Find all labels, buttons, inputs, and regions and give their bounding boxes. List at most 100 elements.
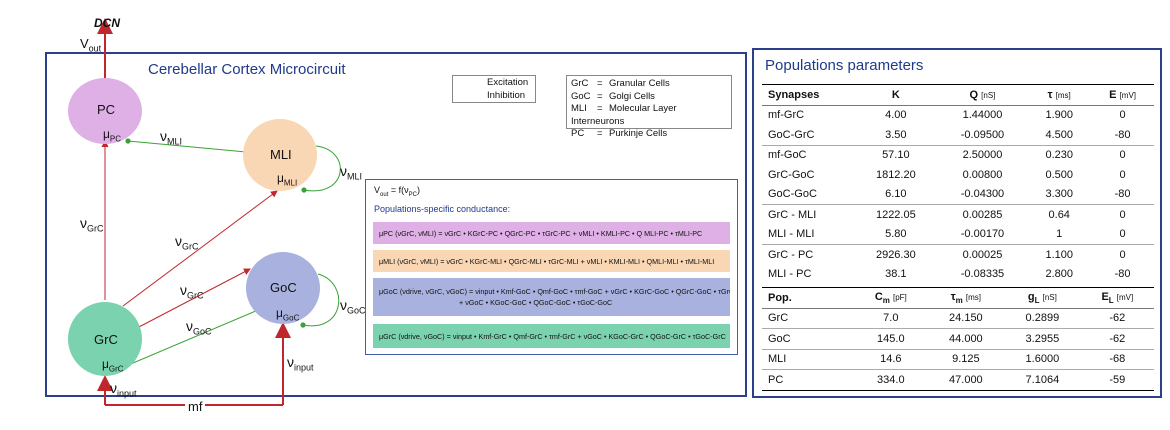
mu-mli-equation: μMLI (νGrC, νMLI) = νGrC • KGrC-MLI • QG… (373, 250, 730, 272)
abbrev-key: PC (571, 128, 585, 139)
nu-sub: GrC (187, 290, 204, 301)
header-unit: [mV] (1119, 90, 1137, 100)
synapse-cell: -0.08335 (960, 268, 1005, 281)
synapse-cell: GrC - MLI (768, 208, 817, 221)
populations-header-row: Pop. Cm [pF] τm [ms] gL [nS] EL [mV] (762, 287, 1154, 309)
nu-sub: GrC (87, 223, 104, 234)
population-cell: 7.0 (883, 312, 899, 325)
abbrev-key: GoC (571, 90, 591, 102)
header-unit: [ms] (965, 292, 981, 302)
synapse-cell: 1812.20 (875, 168, 916, 181)
population-cell: -62 (1109, 332, 1126, 345)
populations-table: Pop. Cm [pF] τm [ms] gL [nS] EL [mV] GrC… (762, 287, 1154, 390)
synapse-cell: 6.10 (885, 188, 907, 201)
nu-grc-pc-label: νGrC (80, 215, 104, 233)
grc-node[interactable] (68, 302, 142, 376)
population-cell: GrC (768, 312, 789, 325)
grc-node-label: GrC (94, 332, 118, 347)
equations-subtitle: Populations-specific conductance: (374, 204, 511, 214)
header-tau: τ [ms] (1027, 85, 1091, 106)
goc-mu-label: μGoC (276, 306, 299, 322)
population-cell: 47.000 (949, 373, 983, 386)
nu-mli-pc-label: νMLI (160, 128, 182, 146)
population-cell: 1.6000 (1025, 353, 1060, 366)
header-sub: m (955, 295, 963, 305)
header-text: Pop. (768, 291, 792, 304)
nu-sub: GrC (182, 241, 199, 252)
abbrev-row: PC=Purkinje Cells (571, 128, 727, 141)
header-text: K (891, 88, 900, 101)
goc-node[interactable] (246, 252, 320, 324)
abbrev-key: MLI (571, 103, 587, 114)
population-cell: 145.0 (877, 332, 905, 345)
synapse-cell: 0.64 (1048, 208, 1070, 221)
microcircuit-title: Cerebellar Cortex Microcircuit (148, 61, 346, 78)
nu-symbol: ν (80, 215, 87, 231)
abbreviation-legend: GrC=Granular Cells GoC=Golgi Cells MLI=M… (566, 75, 732, 139)
header-unit: [ms] (1055, 90, 1071, 100)
mli-to-pc-inhibition (125, 138, 247, 153)
goc-mu-sub: GoC (282, 313, 300, 323)
goc-self-inhibition (300, 273, 340, 328)
synapse-cell: -80 (1114, 128, 1131, 141)
nu-symbol: ν (110, 380, 117, 396)
abbrev-value: Granular Cells (609, 78, 670, 89)
eq-vout-symbol: V (374, 185, 381, 195)
header-text: g (1027, 290, 1035, 303)
synapse-cell: 38.1 (885, 268, 907, 281)
abbrev-eq: = (597, 78, 603, 89)
abbrev-value: Golgi Cells (609, 90, 655, 102)
header-k: K (854, 85, 938, 106)
header-unit: [nS] (981, 90, 996, 100)
synapse-cell: 0 (1119, 208, 1126, 221)
synapse-cell: 3.50 (885, 128, 907, 141)
abbrev-row: GrC=Granular Cells (571, 78, 727, 91)
abbrev-eq: = (597, 128, 603, 139)
synapse-cell: 1.44000 (962, 109, 1003, 122)
vout-equation: Vout = f(νPC) (374, 185, 420, 198)
nu-symbol: ν (340, 297, 347, 313)
synapse-cell: mf-GrC (768, 109, 805, 122)
dcn-label: DCN (94, 16, 120, 30)
abbrev-eq: = (597, 103, 603, 114)
header-taum: τm [ms] (928, 288, 1005, 309)
header-text: τ (1047, 88, 1053, 101)
header-e: E [mV] (1091, 85, 1154, 106)
population-cell: MLI (768, 353, 787, 366)
header-cm: Cm [pF] (854, 288, 928, 309)
synapse-cell: 0.500 (1045, 168, 1073, 181)
header-text: Q (969, 88, 979, 101)
pc-node[interactable] (68, 78, 142, 144)
synapse-cell: 1.900 (1045, 109, 1073, 122)
nu-goc-self-label: νGoC (340, 297, 366, 315)
vout-label: Vout (80, 36, 101, 54)
nu-symbol: ν (340, 163, 347, 179)
population-cell: 14.6 (880, 353, 902, 366)
nu-symbol: ν (175, 233, 182, 249)
pc-mu-label: μPC (103, 127, 121, 143)
nu-sub: MLI (347, 171, 363, 182)
synapse-cell: 2926.30 (875, 248, 916, 261)
header-synapses: Synapses (762, 85, 854, 106)
population-cell: -68 (1109, 353, 1126, 366)
synapse-cell: 3.300 (1045, 188, 1073, 201)
synapse-cell: 57.10 (882, 149, 910, 162)
mli-mu-symbol: μ (277, 171, 284, 185)
synapse-cell: GoC-GoC (768, 188, 817, 201)
grc-mu-label: μGrC (102, 357, 124, 373)
mli-mu-label: μMLI (277, 171, 297, 187)
synapse-cell: 2.800 (1045, 268, 1073, 281)
header-text: Synapses (768, 88, 820, 101)
goc-mu-symbol: μ (276, 306, 283, 320)
mli-node[interactable] (243, 119, 317, 191)
nu-symbol: ν (287, 354, 294, 370)
synapse-cell: 0 (1119, 248, 1126, 261)
grc-mu-symbol: μ (102, 357, 109, 371)
grc-to-goc-arrow (136, 268, 251, 329)
header-pop: Pop. (762, 288, 854, 309)
